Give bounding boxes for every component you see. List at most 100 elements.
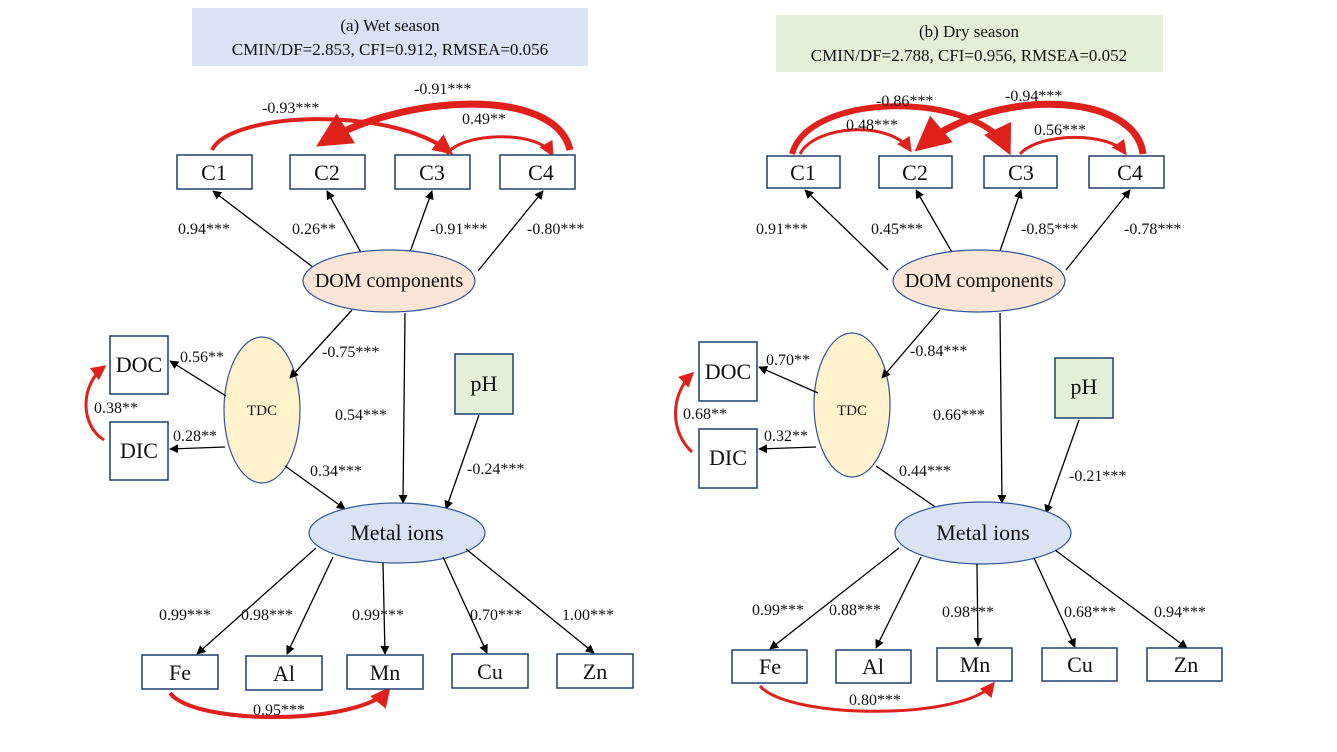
label-c4-a: C4 bbox=[528, 160, 554, 185]
cov-arc-c1-c2-b bbox=[798, 128, 912, 155]
coef-tdc-dic-a: 0.28** bbox=[173, 428, 217, 445]
path-dom-c1-a bbox=[212, 190, 319, 272]
cov-arc-doc-dic-b bbox=[674, 371, 695, 454]
box-fe-a bbox=[141, 654, 219, 690]
box-cu-b bbox=[1041, 647, 1118, 682]
coef-metal-mn-b: 0.98*** bbox=[942, 604, 994, 621]
coef-metal-cu-b: 0.68*** bbox=[1064, 604, 1116, 621]
coef-dom-tdc-a: -0.75*** bbox=[322, 344, 379, 361]
panel-title-a: (a) Wet season bbox=[340, 16, 440, 35]
coef-dom-c4-b: -0.78*** bbox=[1124, 221, 1181, 238]
coef-dom-metal-a: 0.54*** bbox=[335, 407, 387, 424]
box-doc-a bbox=[109, 335, 169, 395]
label-tdc-b: TDC bbox=[837, 403, 867, 419]
latent-tdc-b bbox=[813, 332, 891, 478]
coef-doc-dic-b: 0.68** bbox=[683, 406, 727, 423]
title-box-a bbox=[192, 8, 588, 66]
label-doc-b: DOC bbox=[705, 359, 751, 384]
coef-dom-metal-b: 0.66*** bbox=[933, 407, 985, 424]
path-metal-fe-b bbox=[769, 547, 900, 650]
path-dom-c2-b bbox=[915, 189, 954, 255]
label-metal-b: Metal ions bbox=[936, 520, 1030, 545]
label-c3-a: C3 bbox=[419, 160, 445, 185]
label-mn-a: Mn bbox=[370, 660, 401, 685]
box-cu-a bbox=[451, 653, 529, 689]
cov-arc-fe-mn-b bbox=[758, 681, 995, 713]
coef-metal-cu-a: 0.70*** bbox=[470, 607, 522, 624]
panel-wet-season: (a) Wet season CMIN/DF=2.853, CFI=0.912,… bbox=[84, 8, 634, 719]
path-tdc-dic-b bbox=[758, 444, 817, 454]
label-dic-a: DIC bbox=[120, 438, 158, 463]
label-dom-b: DOM components bbox=[905, 270, 1054, 292]
label-dic-b: DIC bbox=[709, 445, 747, 470]
box-doc-b bbox=[698, 341, 758, 402]
label-cu-a: Cu bbox=[477, 659, 503, 684]
path-dom-c1-b bbox=[804, 189, 889, 271]
title-box-b bbox=[776, 15, 1163, 72]
coef-dom-c4-a: -0.80*** bbox=[527, 221, 584, 238]
box-mn-b bbox=[936, 647, 1013, 682]
coef-dom-c2-a: 0.26** bbox=[292, 221, 336, 238]
cov-arc-fe-mn bbox=[168, 686, 391, 719]
label-cu-b: Cu bbox=[1067, 652, 1093, 677]
box-c2-b bbox=[878, 155, 953, 189]
box-dic-a bbox=[109, 421, 169, 481]
label-al-a: Al bbox=[273, 661, 295, 686]
box-c2-a bbox=[289, 154, 366, 190]
coef-fe-mn-a: 0.95*** bbox=[253, 702, 305, 719]
path-metal-al-b bbox=[875, 556, 922, 649]
path-tdc-doc-b bbox=[758, 366, 819, 394]
box-fe-b bbox=[731, 649, 808, 684]
box-c1-b bbox=[766, 155, 841, 189]
coef-c2-c4-a: -0.91*** bbox=[414, 81, 471, 98]
box-mn-a bbox=[346, 654, 424, 690]
path-dom-metal-b bbox=[997, 312, 1007, 504]
panel-dry-season: (b) Dry season CMIN/DF=2.788, CFI=0.956,… bbox=[674, 15, 1223, 713]
coef-metal-al-a: 0.98*** bbox=[241, 607, 293, 624]
coef-tdc-metal-b: 0.44*** bbox=[899, 463, 951, 480]
coef-c3-c4-a: 0.49** bbox=[462, 111, 506, 128]
label-zn-b: Zn bbox=[1174, 652, 1198, 677]
box-al-b bbox=[835, 649, 912, 684]
path-metal-cu-b bbox=[1033, 557, 1076, 648]
path-dom-c3-b bbox=[999, 189, 1023, 252]
label-ph-b: pH bbox=[1071, 374, 1098, 399]
box-zn-b bbox=[1146, 647, 1223, 682]
cov-arc-c3-c4 bbox=[445, 135, 554, 157]
label-fe-a: Fe bbox=[169, 660, 191, 685]
cov-arc-c2-c4 bbox=[316, 100, 574, 152]
coef-c1-c3-b: -0.86*** bbox=[876, 93, 933, 110]
coef-dom-c1-a: 0.94*** bbox=[178, 221, 230, 238]
latent-metal-b bbox=[894, 501, 1072, 565]
path-metal-zn-b bbox=[1054, 549, 1188, 649]
coef-ph-metal-a: -0.24*** bbox=[467, 461, 524, 478]
label-c3-b: C3 bbox=[1008, 160, 1034, 185]
label-dom-a: DOM components bbox=[315, 270, 464, 292]
box-dic-b bbox=[698, 428, 758, 489]
coef-metal-al-b: 0.88*** bbox=[829, 602, 881, 619]
latent-tdc-a bbox=[223, 336, 301, 484]
coef-c2-c4-b: -0.94*** bbox=[1005, 88, 1062, 105]
path-metal-cu-a bbox=[442, 556, 488, 654]
coef-metal-zn-a: 1.00*** bbox=[562, 607, 614, 624]
box-c1-a bbox=[176, 154, 253, 190]
coef-c1-c3-a: -0.93*** bbox=[262, 100, 319, 117]
path-tdc-dic-a bbox=[169, 444, 226, 454]
label-c2-b: C2 bbox=[902, 160, 928, 185]
path-dom-tdc-b bbox=[881, 309, 941, 379]
path-tdc-metal-b bbox=[875, 465, 945, 514]
path-dom-c4-b bbox=[1065, 189, 1131, 271]
box-c3-a bbox=[394, 154, 471, 190]
label-c4-b: C4 bbox=[1117, 160, 1143, 185]
label-c1-a: C1 bbox=[201, 160, 227, 185]
box-ph-a bbox=[454, 353, 514, 415]
coef-metal-fe-a: 0.99*** bbox=[159, 607, 211, 624]
box-c3-b bbox=[983, 155, 1058, 189]
path-tdc-metal-a bbox=[284, 465, 346, 510]
fit-indices-b: CMIN/DF=2.788, CFI=0.956, RMSEA=0.052 bbox=[811, 46, 1127, 65]
path-dom-c4-a bbox=[477, 190, 544, 272]
latent-dom-a bbox=[302, 249, 476, 313]
path-ph-metal-a bbox=[444, 414, 480, 510]
box-ph-b bbox=[1054, 357, 1114, 419]
